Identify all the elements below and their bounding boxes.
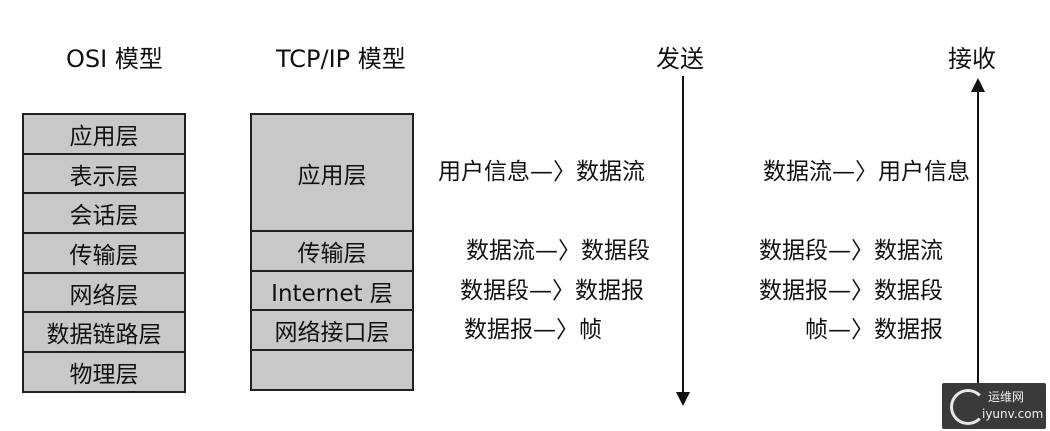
watermark-text-line1: 运维网 [988,390,1025,404]
receive-flow-item: 帧—〉数据报 [805,317,943,343]
tcpip-layer-stack: 应用层 传输层 Internet 层 网络接口层 [250,113,414,391]
tcpip-model-heading: TCP/IP 模型 [276,45,406,73]
osi-layer-network: 网络层 [24,274,184,314]
tcpip-layer-application: 应用层 [252,115,412,232]
tcpip-layer-network-interface: 网络接口层 [252,311,412,352]
osi-layer-presentation: 表示层 [24,155,184,195]
tcpip-layer-network-interface-fill [252,351,412,389]
tcpip-layer-internet: Internet 层 [252,272,412,312]
osi-model-heading: OSI 模型 [66,45,163,73]
send-flow-item: 数据流—〉数据段 [466,238,650,264]
osi-layer-session: 会话层 [24,194,184,235]
send-flow-item: 数据段—〉数据报 [460,278,644,304]
receive-flow-item: 数据报—〉数据段 [759,278,943,304]
send-arrow-down-icon [676,392,690,406]
send-arrow-line [682,76,684,394]
osi-layer-stack: 应用层 表示层 会话层 传输层 网络层 数据链路层 物理层 [22,113,186,393]
osi-layer-datalink: 数据链路层 [24,313,184,354]
receive-arrow-line [977,90,979,390]
watermark-circle-icon [950,389,986,425]
osi-layer-application: 应用层 [24,115,184,155]
send-heading: 发送 [656,45,704,73]
tcpip-layer-transport: 传输层 [252,232,412,272]
watermark-logo: 运维网 iyunv.com [942,383,1046,429]
receive-arrow-up-icon [971,78,985,92]
osi-layer-transport: 传输层 [24,234,184,274]
receive-heading: 接收 [948,45,996,73]
receive-flow-item: 数据流—〉用户信息 [763,159,970,185]
send-flow-item: 用户信息—〉数据流 [438,159,645,185]
osi-layer-physical: 物理层 [69,361,139,388]
watermark-text-line2: iyunv.com [982,407,1044,421]
send-flow-item: 数据报—〉帧 [464,317,602,343]
receive-flow-item: 数据段—〉数据流 [759,238,943,264]
